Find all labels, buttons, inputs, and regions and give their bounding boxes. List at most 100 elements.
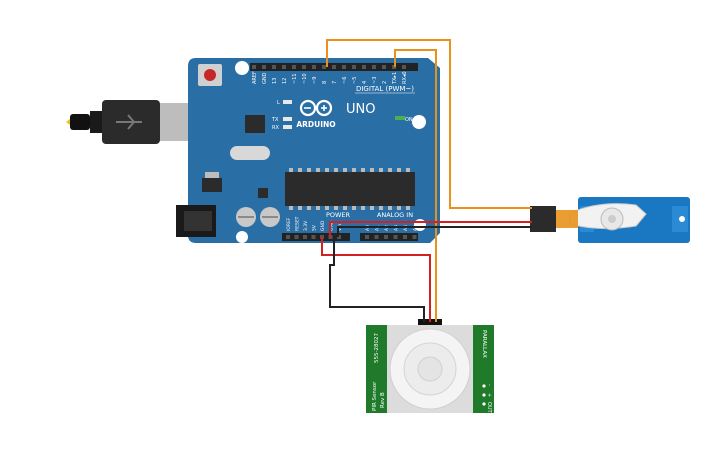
digital-pin-hole[interactable] (332, 65, 336, 69)
mounting-hole (236, 231, 248, 243)
power-pin-label: IOREF (286, 217, 292, 231)
chip-pin (397, 206, 401, 210)
pir-code: 555-28027 (374, 333, 380, 363)
power-pin-label: 5V (312, 224, 318, 231)
analog-pin-hole[interactable] (365, 235, 369, 239)
chip-pin (352, 168, 356, 172)
digital-pin-hole[interactable] (322, 65, 326, 69)
power-pin-label: GND (320, 220, 326, 231)
pir-pin-marker (482, 393, 486, 397)
digital-pin-hole[interactable] (372, 65, 376, 69)
analog-pin-hole[interactable] (384, 235, 388, 239)
digital-pin-hole[interactable] (302, 65, 306, 69)
reset-button-cap[interactable] (204, 69, 216, 81)
chip-pin (325, 206, 329, 210)
chip-pin (334, 206, 338, 210)
chip-pin (307, 168, 311, 172)
chip-pin (406, 168, 410, 172)
digital-pin-hole[interactable] (352, 65, 356, 69)
servo-motor[interactable] (530, 197, 690, 243)
digital-pin-hole[interactable] (262, 65, 266, 69)
digital-pin-label: TX▸1 (392, 72, 398, 85)
digital-label: DIGITAL (PWM~) (356, 85, 414, 93)
voltage-regulator-tab (205, 172, 219, 178)
power-pin-label: RESET (295, 216, 301, 231)
analog-pin-hole[interactable] (393, 235, 398, 239)
lightning-icon (66, 119, 70, 125)
led-rx-label: RX (272, 125, 279, 131)
led-rx (283, 125, 292, 129)
servo-shaft-icon (608, 215, 616, 223)
digital-pin-label: ~5 (352, 77, 358, 84)
mounting-hole (235, 61, 249, 75)
chip-pin (316, 206, 320, 210)
chip-pin (370, 206, 374, 210)
chip-pin (397, 168, 401, 172)
chip-pin (343, 168, 347, 172)
usb-cable (66, 100, 190, 144)
digital-pin-hole[interactable] (362, 65, 366, 69)
led-tx (283, 117, 292, 121)
digital-pin-hole[interactable] (272, 65, 276, 69)
arduino-brand: ARDUINO (296, 120, 335, 129)
analog-header (360, 233, 418, 241)
dc-power-jack-inner (184, 211, 212, 231)
chip-pin (334, 168, 338, 172)
wire-signal-servo[interactable] (326, 39, 532, 209)
chip-pin (406, 206, 410, 210)
pir-header (418, 319, 442, 327)
power-pin-hole[interactable] (286, 235, 290, 239)
chip-pin (352, 206, 356, 210)
pir-pin-label: OUT (486, 402, 492, 414)
usb-connector (160, 103, 190, 141)
chip-pin (298, 206, 302, 210)
pir-brand: PARALLAX (481, 330, 487, 358)
digital-pin-label: GND (262, 72, 268, 84)
chip-pin (307, 206, 311, 210)
analog-pin-hole[interactable] (403, 235, 407, 239)
chip-pin (361, 168, 365, 172)
pir-pin-label: + (486, 393, 492, 397)
digital-pin-hole[interactable] (342, 65, 346, 69)
power-pin-hole[interactable] (294, 235, 299, 239)
wire-5v-servo[interactable] (329, 221, 532, 237)
wires (321, 39, 532, 322)
digital-pin-hole[interactable] (282, 65, 286, 69)
digital-pin-label: AREF (252, 71, 258, 84)
pir-lens-center (417, 356, 443, 382)
chip-pin (289, 206, 293, 210)
analog-label: ANALOG IN (377, 211, 413, 219)
digital-pin-hole[interactable] (292, 65, 296, 69)
wire-signal-pir[interactable] (394, 49, 437, 322)
power-pin-hole[interactable] (303, 235, 307, 239)
wire-gnd-servo[interactable] (337, 226, 532, 237)
power-pin-label: GND (329, 220, 335, 231)
crystal-oscillator (230, 146, 270, 160)
chip-pin (343, 206, 347, 210)
digital-pin-label: ~9 (312, 77, 318, 84)
mounting-hole (679, 216, 685, 222)
digital-pin-label: 12 (282, 78, 288, 84)
arduino-logo-icon (299, 99, 333, 117)
analog-pin-hole[interactable] (374, 235, 379, 239)
power-header (282, 233, 350, 241)
chip-pin (316, 168, 320, 172)
digital-pin-hole[interactable] (382, 65, 386, 69)
wire-gnd-pir[interactable] (329, 237, 425, 322)
digital-pin-label: 2 (382, 81, 388, 84)
servo-connector (530, 206, 556, 232)
power-pin-hole[interactable] (311, 235, 316, 239)
analog-pin-hole[interactable] (412, 235, 417, 239)
smd-component (258, 188, 268, 198)
pir-pin-label: - (486, 384, 492, 386)
chip-pin (361, 206, 365, 210)
digital-pin-hole[interactable] (312, 65, 316, 69)
digital-pin-hole[interactable] (252, 65, 256, 69)
wire-5v-pir[interactable] (321, 237, 431, 322)
digital-pin-label: ~6 (342, 77, 348, 84)
digital-pin-hole[interactable] (402, 65, 406, 69)
pir-sensor[interactable]: PIR Sensor Rev B 555-28027 PARALLAX -+OU… (366, 319, 494, 414)
pir-pin-marker (482, 384, 486, 388)
usb-symbol-icon (116, 114, 142, 130)
